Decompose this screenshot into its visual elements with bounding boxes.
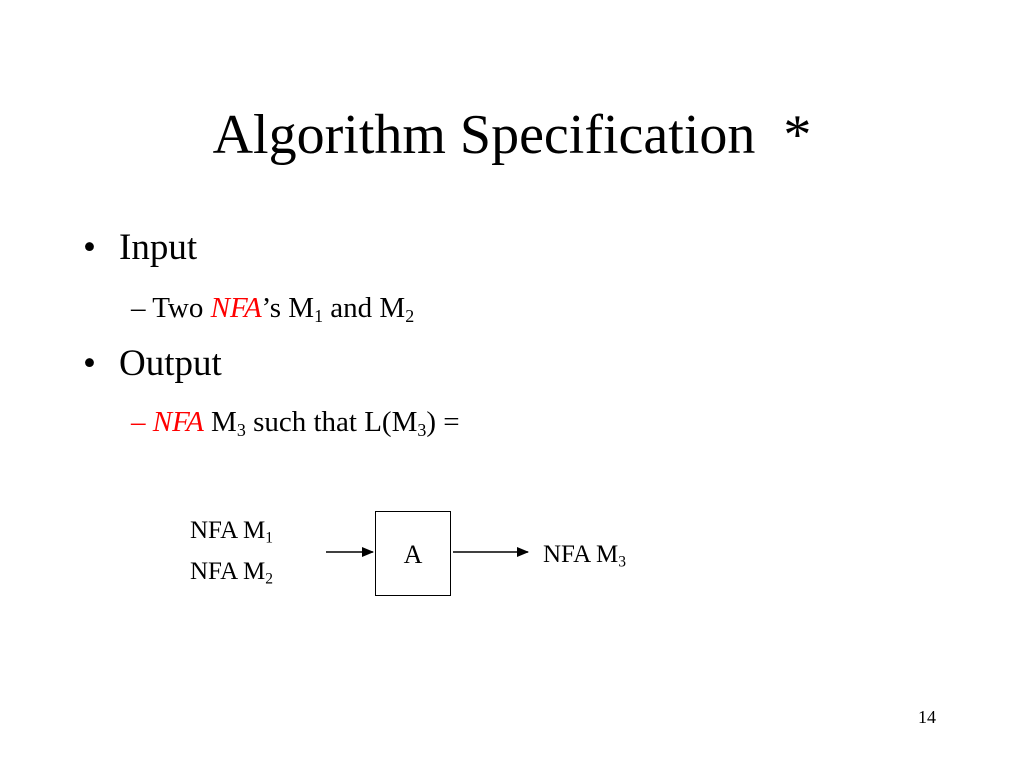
algorithm-box-label: A: [403, 540, 423, 569]
sub-bullet-output: – NFA M3 such that L(M3) =: [131, 404, 460, 440]
sub-dash: –: [131, 406, 146, 438]
algorithm-box: A: [375, 511, 451, 596]
subscript: 1: [265, 529, 274, 547]
sub-bullet-input: – Two NFA’s M1 and M2: [131, 290, 414, 326]
sub-dash: –: [131, 292, 146, 324]
sub-text-mid: ’s M: [261, 292, 315, 324]
page-number: 14: [918, 707, 936, 727]
subscript: 1: [314, 306, 324, 327]
nfa-term: NFA: [152, 406, 204, 438]
sub-text-m: M: [203, 406, 237, 438]
diagram-input-2: NFA M2: [190, 557, 273, 587]
diagram-input-2-text: NFA M: [190, 558, 266, 585]
subscript: 3: [417, 420, 427, 441]
subscript: 3: [618, 553, 627, 571]
bullet-output: • Output: [83, 342, 222, 386]
diagram-output: NFA M3: [543, 540, 626, 570]
sub-text-and: and M: [323, 292, 406, 324]
slide-title: Algorithm Specification *: [212, 104, 812, 166]
subscript: 3: [236, 420, 246, 441]
bullet-dot: •: [83, 227, 96, 268]
bullet-label: Output: [119, 343, 222, 384]
diagram-output-text: NFA M: [543, 541, 619, 568]
bullet-dot: •: [83, 343, 96, 384]
sub-text-prefix: Two: [152, 292, 211, 324]
bullet-label: Input: [119, 227, 198, 268]
diagram-input-1-text: NFA M: [190, 517, 266, 544]
diagram-input-1: NFA M1: [190, 516, 273, 546]
subscript: 2: [265, 570, 274, 588]
bullet-input: • Input: [83, 226, 197, 270]
nfa-term: NFA: [210, 292, 262, 324]
sub-text-end: ) =: [426, 406, 460, 438]
sub-text-such-that: such that L(M: [245, 406, 418, 438]
subscript: 2: [405, 306, 415, 327]
